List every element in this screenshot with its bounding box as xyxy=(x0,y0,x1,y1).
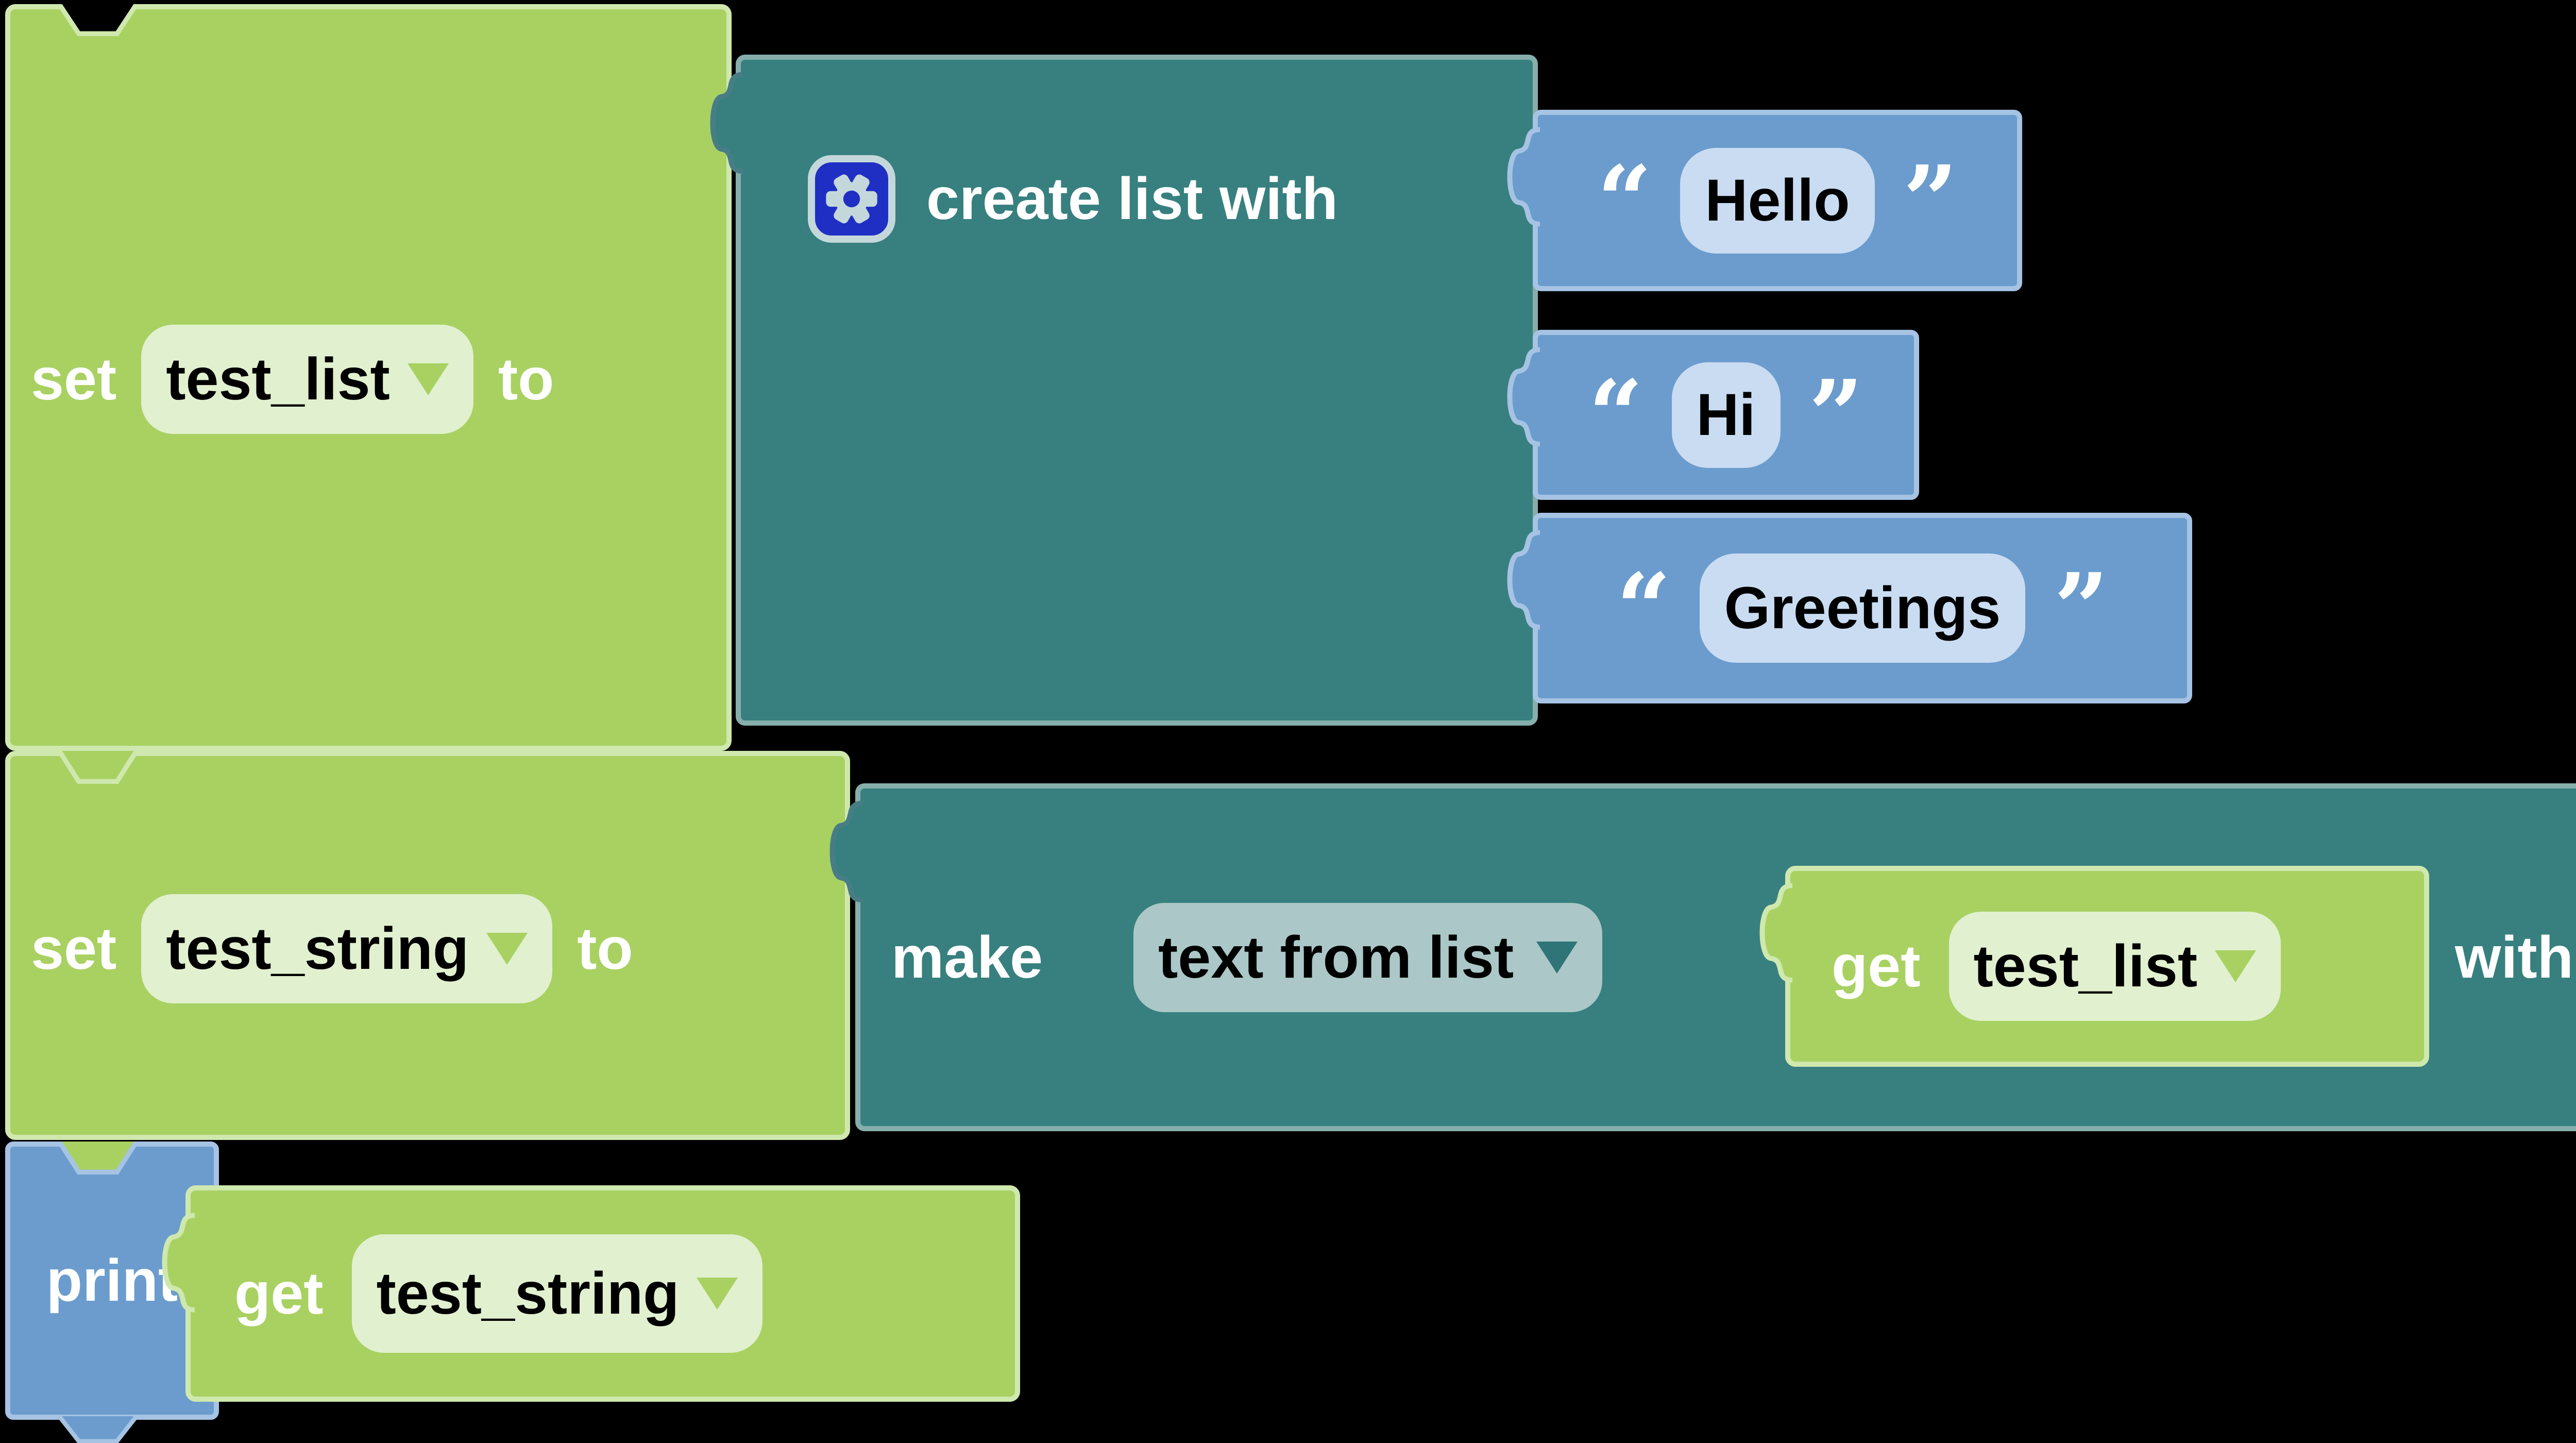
puzzle-tab-connector xyxy=(710,68,743,178)
create-list-with-label: create list with xyxy=(926,165,1338,232)
block-content-row: make xyxy=(891,903,1043,1012)
text-value: Hello xyxy=(1705,167,1850,233)
statement-seam-connector xyxy=(59,751,137,784)
dropdown-arrow-icon xyxy=(407,363,449,395)
variable-dropdown-test-list[interactable]: test_list xyxy=(141,325,473,434)
get-label: get xyxy=(234,1260,324,1327)
text-string-block-hello[interactable]: “ Hello ” xyxy=(1533,110,2022,291)
text-string-block-greetings[interactable]: “ Greetings ” xyxy=(1533,513,2192,703)
text-input-hi[interactable]: Hi xyxy=(1671,362,1781,468)
with-delimiter-label: with delimiter xyxy=(2455,924,2576,991)
create-list-with-block[interactable]: create list with xyxy=(736,55,1538,726)
set-variable-block-test-string[interactable]: set test_string to xyxy=(5,751,850,1140)
puzzle-tab-connector xyxy=(1507,526,1540,634)
dropdown-arrow-icon xyxy=(486,933,528,965)
text-input-greetings[interactable]: Greetings xyxy=(1699,553,2026,663)
block-content-row: set test_list to xyxy=(31,325,554,434)
open-quote-icon: “ xyxy=(1597,144,1652,257)
dropdown-arrow-icon xyxy=(1536,942,1578,974)
statement-seam-connector xyxy=(59,1142,137,1174)
get-label: get xyxy=(1832,933,1921,999)
text-value: Greetings xyxy=(1724,575,2001,641)
close-quote-icon: ” xyxy=(1903,144,1958,257)
puzzle-tab-connector xyxy=(1507,123,1540,231)
block-content-row: create list with xyxy=(808,144,1338,254)
dropdown-arrow-icon xyxy=(697,1278,738,1310)
open-quote-icon: “ xyxy=(1616,551,1671,664)
puzzle-tab-connector xyxy=(829,796,862,907)
text-value: Hi xyxy=(1696,381,1756,448)
variable-dropdown-test-list[interactable]: test_list xyxy=(1948,912,2281,1021)
make-label: make xyxy=(891,924,1043,991)
puzzle-tab-connector xyxy=(1507,343,1540,451)
to-label: to xyxy=(498,346,554,412)
text-input-hello[interactable]: Hello xyxy=(1680,147,1875,254)
print-label: print xyxy=(46,1247,178,1314)
mutator-gear-button[interactable] xyxy=(808,155,895,243)
mode-dropdown-text-from-list[interactable]: text from list xyxy=(1133,903,1603,1012)
open-quote-icon: “ xyxy=(1588,358,1643,471)
close-quote-icon: ” xyxy=(1808,358,1863,471)
text-string-block-hi[interactable]: “ Hi ” xyxy=(1533,330,1919,500)
get-variable-block-test-string[interactable]: get test_string xyxy=(185,1185,1020,1402)
statement-notch-connector xyxy=(59,4,137,36)
variable-dropdown-test-string[interactable]: test_string xyxy=(141,894,553,1003)
next-statement-tab-connector xyxy=(59,1416,137,1443)
set-variable-block-test-list[interactable]: set test_list to xyxy=(5,4,732,751)
to-label: to xyxy=(577,915,633,982)
variable-name: test_list xyxy=(166,346,390,412)
puzzle-tab-connector xyxy=(1759,879,1792,987)
close-quote-icon: ” xyxy=(2054,551,2109,664)
variable-name: test_string xyxy=(166,915,469,982)
set-label: set xyxy=(31,915,117,982)
block-content-row: set test_string to xyxy=(31,894,633,1003)
mode-value: text from list xyxy=(1158,924,1514,991)
puzzle-tab-connector xyxy=(162,1209,195,1317)
variable-dropdown-test-string[interactable]: test_string xyxy=(351,1234,763,1353)
dropdown-arrow-icon xyxy=(2215,950,2257,982)
get-variable-block-test-list[interactable]: get test_list xyxy=(1785,866,2429,1067)
variable-name: test_list xyxy=(1973,933,2198,999)
make-text-from-list-block[interactable]: make text from list with delimiter xyxy=(855,783,2576,1131)
set-label: set xyxy=(31,346,117,412)
variable-name: test_string xyxy=(376,1260,680,1327)
gear-icon xyxy=(826,174,877,224)
